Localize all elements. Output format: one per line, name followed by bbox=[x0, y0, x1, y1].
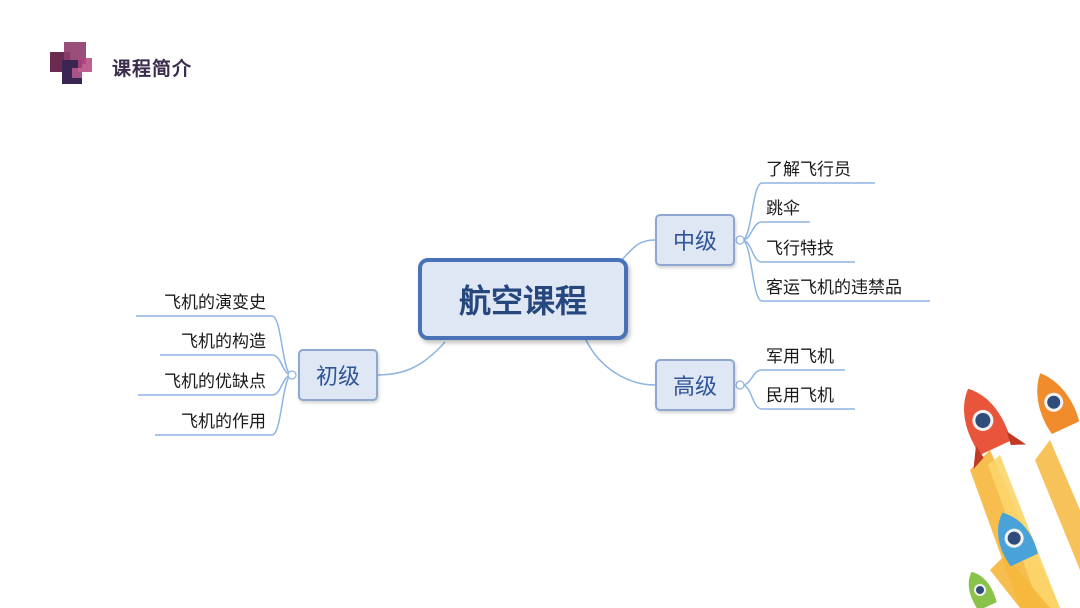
branch-node-beginner[interactable]: 初级 bbox=[298, 349, 378, 401]
leaf-topic[interactable]: 客运飞机的违禁品 bbox=[766, 278, 902, 298]
leaf-topic[interactable]: 飞行特技 bbox=[766, 239, 834, 259]
leaf-topic[interactable]: 飞机的作用 bbox=[181, 412, 266, 432]
root-node[interactable]: 航空课程 bbox=[418, 258, 628, 340]
branch-node-intermediate[interactable]: 中级 bbox=[655, 214, 735, 266]
connector-root-mid bbox=[619, 239, 656, 263]
leaf-topic[interactable]: 飞机的优缺点 bbox=[164, 372, 266, 392]
collapse-toggle-mid-icon bbox=[735, 235, 745, 245]
rockets-illustration-icon bbox=[964, 373, 1080, 608]
leaf-topic[interactable]: 飞机的构造 bbox=[181, 332, 266, 352]
collapse-toggle-high-icon bbox=[735, 380, 745, 390]
page-title: 课程简介 bbox=[112, 58, 193, 80]
leaf-topic[interactable]: 了解飞行员 bbox=[766, 160, 851, 180]
leaf-topic[interactable]: 跳伞 bbox=[766, 199, 800, 219]
connector-root-basic bbox=[376, 341, 446, 376]
leaf-topic[interactable]: 飞机的演变史 bbox=[164, 293, 266, 313]
connector-basic-leaves bbox=[136, 315, 293, 436]
connector-high-leaves bbox=[741, 369, 855, 410]
collapse-toggle-basic-icon bbox=[287, 370, 297, 380]
connector-mid-leaves bbox=[741, 182, 930, 302]
branch-node-advanced[interactable]: 高级 bbox=[655, 359, 735, 411]
connector-root-high bbox=[584, 337, 656, 386]
leaf-topic[interactable]: 民用飞机 bbox=[766, 386, 834, 406]
slide-header: 课程简介 bbox=[0, 0, 1080, 100]
stacked-squares-logo-icon bbox=[50, 42, 92, 84]
leaf-topic[interactable]: 军用飞机 bbox=[766, 347, 834, 367]
